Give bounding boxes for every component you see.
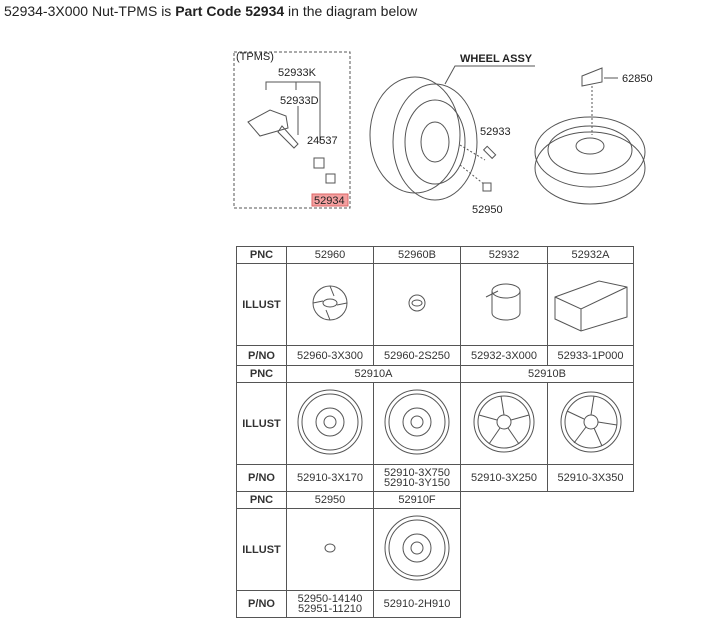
tpms-sensor-icon	[247, 109, 289, 137]
part-number: 52960-2S250	[373, 345, 461, 366]
steel-wheel-illustration	[373, 508, 461, 591]
callout-52950: 52950	[472, 204, 503, 216]
row-header-illust: ILLUST	[236, 382, 287, 465]
callout-62850: 62850	[622, 73, 653, 85]
caption: 52934-3X000 Nut-TPMS is Part Code 52934 …	[4, 3, 417, 19]
part-number: 52910-3X350	[547, 464, 634, 492]
sealant-illustration	[460, 263, 548, 346]
wheel-icon	[369, 76, 478, 201]
parts-diagram: (TPMS) 52933K 52933D 24537 52934 WHEEL A…	[233, 51, 653, 216]
valve-cap-icon	[313, 157, 325, 169]
part-code: Part Code 52934	[175, 3, 285, 19]
callout-52934: 52934	[314, 195, 345, 207]
part-number: 52910-3X750	[383, 467, 451, 479]
row-header-illust: ILLUST	[236, 508, 287, 591]
steel-wheel-illustration	[286, 382, 374, 465]
spare-holder-icon	[581, 67, 603, 87]
wheel-bolt-icon	[482, 145, 497, 160]
wheel-nut-icon	[482, 182, 492, 192]
lug-nut-illustration	[286, 508, 374, 591]
part-number: 52951-11210	[297, 603, 363, 615]
callout-24537: 24537	[307, 135, 338, 147]
row-header-illust: ILLUST	[236, 263, 287, 346]
part-number: 52910-3X170	[286, 464, 374, 492]
part-number: 52950-14140	[297, 593, 363, 605]
nut-tpms-icon	[325, 173, 336, 184]
steel-wheel-illustration	[373, 382, 461, 465]
callout-52933k: 52933K	[278, 67, 317, 79]
row-header-pnc: PNC	[236, 365, 287, 383]
pnc-cell: 52950	[286, 491, 374, 509]
pnc-cell: 52932	[460, 246, 548, 264]
wheel-assy-label: WHEEL ASSY	[460, 53, 533, 65]
row-header-pno: P/NO	[236, 345, 287, 366]
pnc-cell: 52932A	[547, 246, 634, 264]
row-header-pno: P/NO	[236, 464, 287, 492]
part-number: 52910-3X250	[460, 464, 548, 492]
part-number: 52960-3X300	[286, 345, 374, 366]
alloy-wheel-illustration	[460, 382, 548, 465]
tpms-box	[233, 51, 351, 209]
caption-suffix: in the diagram below	[284, 3, 418, 19]
compressor-illustration	[547, 263, 634, 346]
caption-text: 52934-3X000 Nut-TPMS is	[4, 3, 176, 19]
row-header-pnc: PNC	[236, 246, 287, 264]
part-number: 52933-1P000	[547, 345, 634, 366]
part-number: 52910-3Y150	[383, 477, 451, 489]
hubcap-illustration	[286, 263, 374, 346]
pnc-cell: 52960	[286, 246, 374, 264]
center-cap-illustration	[373, 263, 461, 346]
row-header-pnc: PNC	[236, 491, 287, 509]
pnc-cell: 52910A	[286, 365, 461, 383]
parts-table: PNC 52960 52960B 52932 52932A ILLUST P/N…	[236, 246, 634, 618]
callout-52933d: 52933D	[280, 95, 319, 107]
spare-wheel-icon	[534, 116, 646, 205]
pnc-cell: 52960B	[373, 246, 461, 264]
pnc-cell: 52910B	[460, 365, 634, 383]
pnc-cell: 52910F	[373, 491, 461, 509]
alloy-wheel-illustration	[547, 382, 634, 465]
part-number: 52932-3X000	[460, 345, 548, 366]
row-header-pno: P/NO	[236, 590, 287, 618]
callout-52933: 52933	[480, 126, 511, 138]
tpms-label: (TPMS)	[236, 51, 274, 63]
part-number: 52910-2H910	[373, 590, 461, 618]
